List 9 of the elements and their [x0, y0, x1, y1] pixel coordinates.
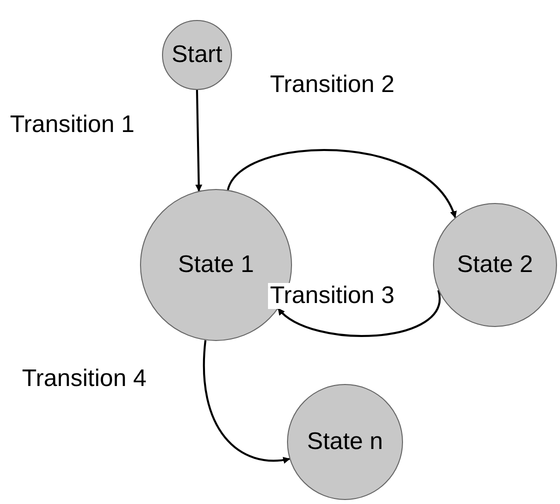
state-name: Start — [172, 41, 222, 69]
arrow — [202, 340, 290, 464]
state-name: State n — [306, 428, 384, 456]
edge-label: Transition 3 — [268, 283, 396, 309]
state-name: State 1 — [178, 251, 254, 279]
arrow — [278, 290, 440, 337]
state-name: State 2 — [456, 251, 534, 279]
arrow — [195, 90, 202, 192]
arrow — [227, 149, 456, 218]
